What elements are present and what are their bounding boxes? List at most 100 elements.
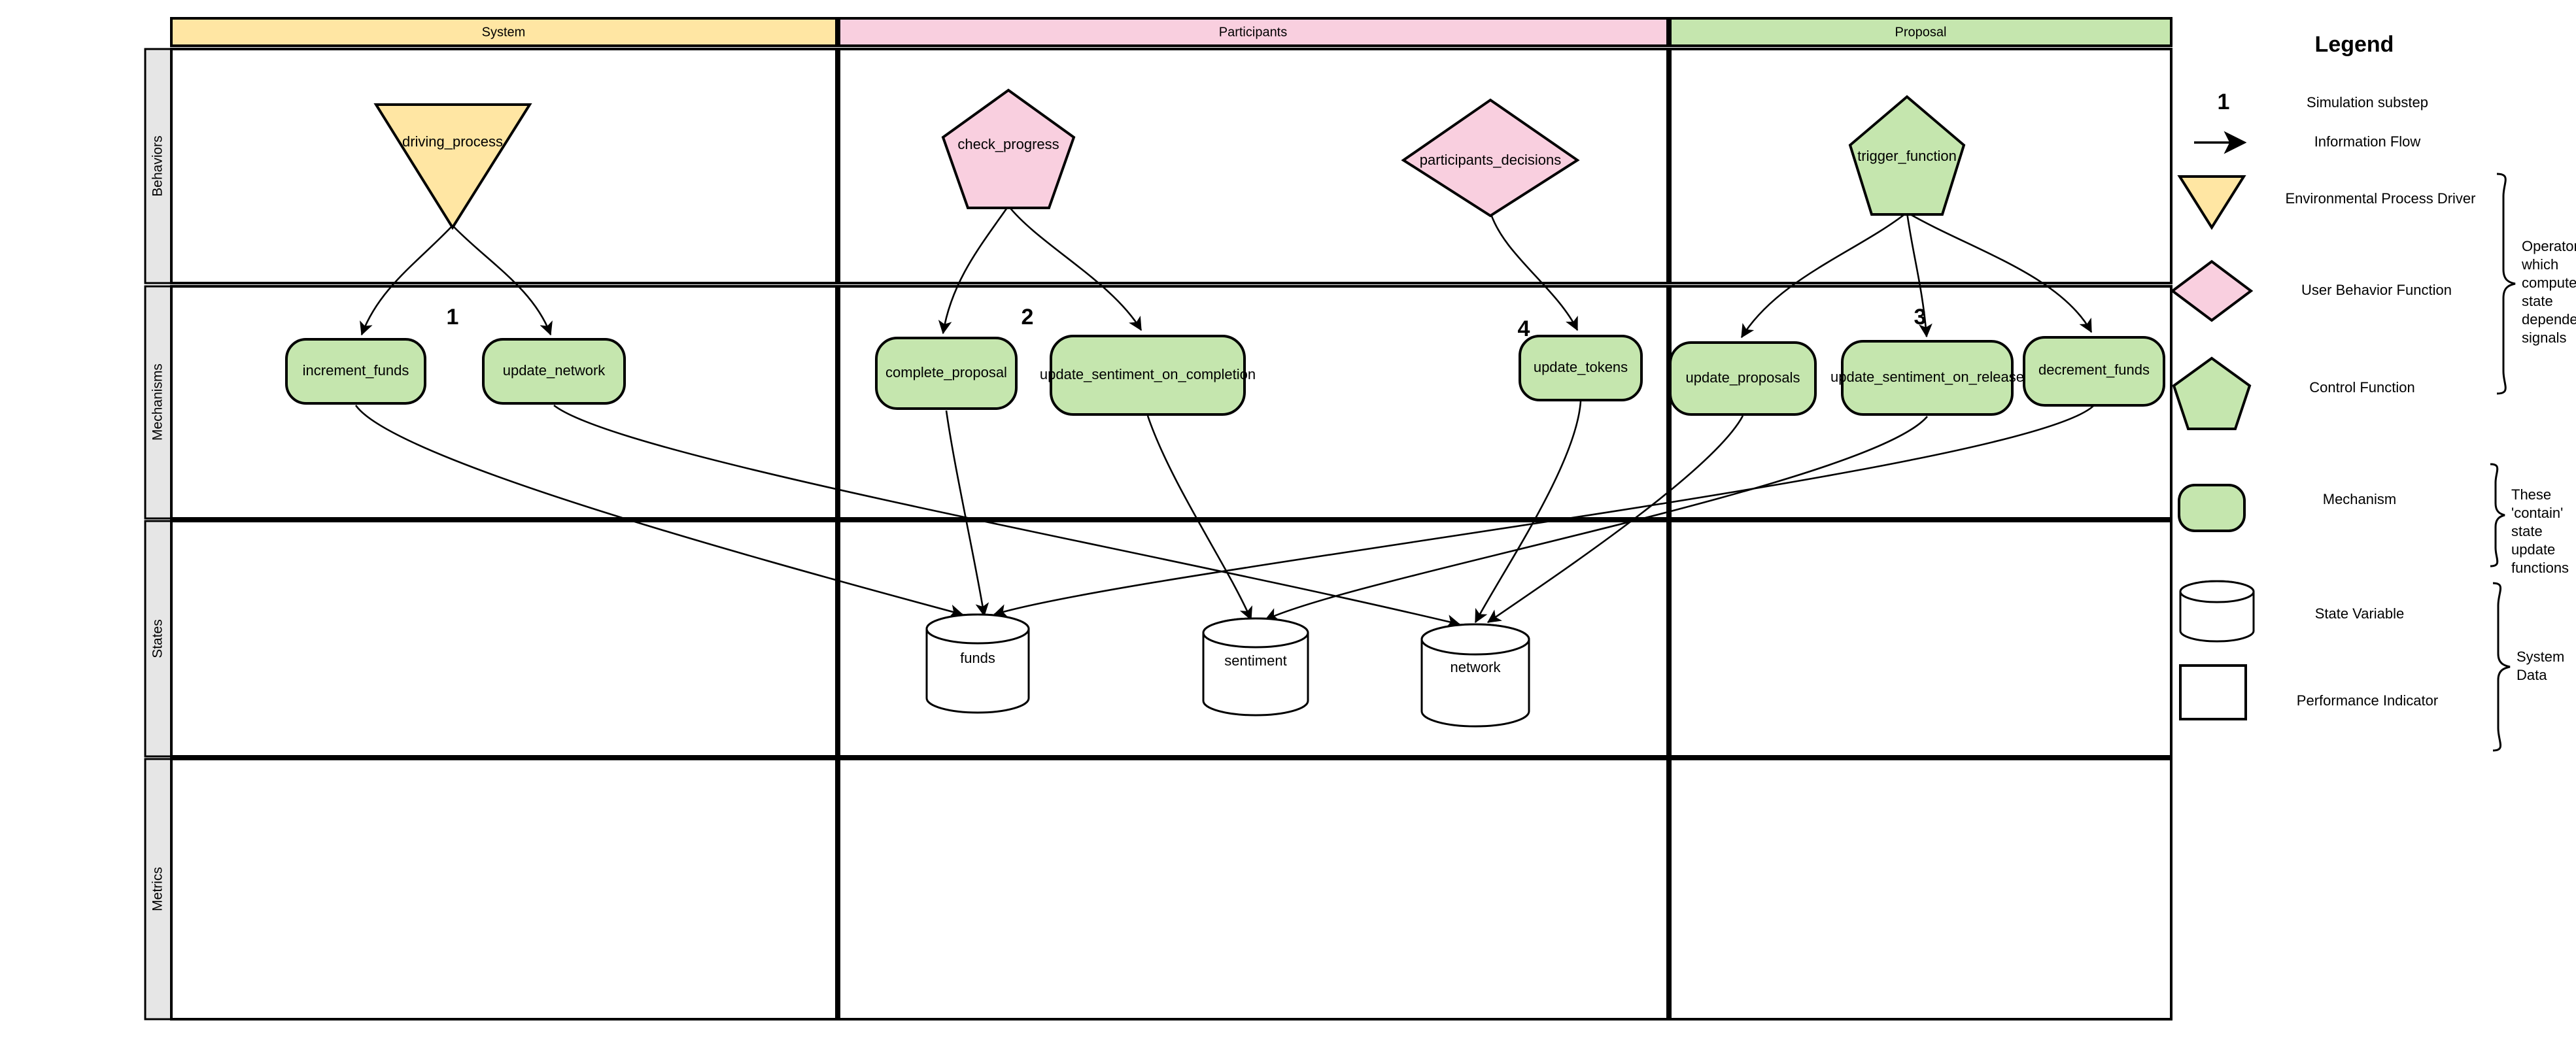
behavior-node-trigger-function-label: trigger_function (1857, 148, 1957, 164)
row-label-behaviors-text: Behaviors (150, 135, 165, 196)
edge-trigger-function-to-update-proposals (1740, 211, 1908, 339)
state-node-funds[interactable]: funds (925, 613, 1030, 714)
cell-mechanisms-system (170, 285, 838, 520)
edge-update-sentiment-on-completion-to-sentiment (1146, 415, 1252, 621)
edge-driving-process-to-increment-funds (360, 225, 453, 336)
edge-update-sentiment-on-release-to-sentiment (1264, 416, 1928, 621)
mechanism-node-increment-funds[interactable]: increment_funds (285, 338, 426, 405)
mechanism-node-update-tokens[interactable]: update_tokens (1519, 335, 1643, 401)
rounded-rect-icon (2023, 336, 2165, 407)
column-header-system (170, 17, 838, 47)
triangle-down-icon (373, 103, 532, 230)
state-node-funds-label: funds (960, 650, 995, 666)
mechanism-node-update-proposals-label: update_proposals (1686, 369, 1800, 386)
mechanism-node-decrement-funds[interactable]: decrement_funds (2023, 336, 2165, 407)
rounded-rect-icon (1050, 335, 1246, 416)
behavior-node-participants-decisions[interactable]: participants_decisions (1401, 98, 1580, 218)
legend-label-state-variable: State Variable (2315, 605, 2405, 622)
state-node-sentiment[interactable]: sentiment (1202, 617, 1309, 717)
rounded-rect-icon (875, 337, 1018, 410)
column-header-proposal-label: Proposal (1895, 25, 1947, 39)
substep-number-2: 2 (1022, 305, 1034, 329)
data-brace (2492, 582, 2511, 752)
mechanism-node-decrement-funds-label: decrement_funds (2038, 362, 2150, 378)
legend-label-performance-indicator: Performance Indicator (2297, 692, 2438, 709)
state-node-network[interactable]: network (1420, 623, 1530, 728)
operators-brace (2496, 173, 2516, 395)
legend-label-control-function: Control Function (2309, 379, 2414, 396)
brace-text-mechanism-line-1: 'contain' (2511, 505, 2563, 521)
behavior-node-driving-process-label: driving_process (402, 133, 503, 150)
behavior-node-check-progress-label: check_progress (957, 136, 1059, 152)
rounded-rect-icon (285, 338, 426, 405)
brace-text-operators-line-4: dependent (2522, 311, 2576, 328)
cylinder-top-icon (1202, 617, 1309, 649)
substep-numbers: 1 2 3 4 (447, 305, 1927, 341)
legend-label-information-flow: Information Flow (2314, 133, 2421, 150)
rect-icon (2179, 664, 2247, 720)
mechanism-node-update-sentiment-on-completion[interactable]: update_sentiment_on_completion (1040, 335, 1256, 416)
brace-text-data-line-1: Data (2516, 667, 2547, 683)
row-label-states (144, 520, 173, 758)
pentagon-icon (2172, 356, 2252, 430)
legend-substep-number: 1 (2218, 90, 2230, 114)
edge-update-tokens-to-network (1474, 401, 1582, 624)
edge-driving-process-to-update-network (452, 225, 553, 336)
legend-panel: Legend 1 Simulation substep Information … (2170, 32, 2576, 752)
pentagon-icon (941, 88, 1076, 209)
behavior-node-trigger-function[interactable]: trigger_function (1848, 95, 1966, 216)
mechanism-node-complete-proposal-label: complete_proposal (885, 364, 1007, 380)
cell-states-proposal (1669, 520, 2172, 758)
cell-behaviors-participants (838, 48, 1669, 284)
edge-trigger-function-to-update-sentiment-on-release (1906, 212, 1932, 338)
behavior-node-check-progress[interactable]: check_progress (941, 88, 1076, 209)
diamond-icon (2170, 260, 2254, 322)
rounded-rect-icon (1519, 335, 1643, 401)
triangle-down-icon (2177, 175, 2246, 230)
cell-states-participants (838, 520, 1669, 758)
brace-text-operators-line-1: which (2521, 256, 2558, 273)
edge-check-progress-to-complete-proposal (938, 205, 1010, 335)
column-header-participants (838, 17, 1669, 47)
mechanism-shapes: increment_funds update_network complete_… (285, 335, 2165, 416)
brace-text-mechanism-line-0: These (2511, 486, 2551, 503)
edge-complete-proposal-to-funds (945, 410, 989, 617)
substep-number-4: 4 (1518, 316, 1530, 341)
row-label-mechanisms (144, 285, 173, 520)
row-label-mechanisms-text: Mechanisms (150, 363, 165, 441)
cylinder-top-icon (2179, 580, 2255, 603)
edges-behavior-to-mechanism (360, 205, 2093, 339)
column-header-proposal (1669, 17, 2172, 47)
behavior-node-participants-decisions-label: participants_decisions (1420, 152, 1561, 168)
row-label-metrics-text: Metrics (150, 867, 165, 911)
behavior-shapes: driving_process check_progress participa… (373, 88, 1966, 230)
mechanism-node-complete-proposal[interactable]: complete_proposal (875, 337, 1018, 410)
row-label-states-text: States (150, 619, 165, 658)
state-node-network-label: network (1450, 659, 1501, 675)
legend-label-environmental-process-driver: Environmental Process Driver (2286, 190, 2476, 207)
rounded-rect-icon (2178, 484, 2246, 532)
cell-metrics-proposal (1669, 758, 2172, 1021)
behavior-node-driving-process[interactable]: driving_process (373, 103, 532, 230)
legend-title: Legend (2315, 32, 2394, 57)
mechanism-node-update-network-label: update_network (503, 362, 606, 379)
cylinder-top-icon (1420, 623, 1530, 656)
cell-behaviors-proposal (1669, 48, 2172, 284)
brace-text-mechanism-line-4: functions (2511, 560, 2569, 576)
edge-check-progress-to-update-sentiment-on-completion (1007, 205, 1142, 331)
diamond-icon (1401, 98, 1580, 218)
cell-metrics-system (170, 758, 838, 1021)
mechanism-node-update-proposals[interactable]: update_proposals (1669, 341, 1817, 416)
row-label-metrics (144, 758, 173, 1021)
legend-label-mechanism: Mechanism (2323, 491, 2396, 507)
mechanism-node-update-network[interactable]: update_network (482, 338, 626, 405)
mechanism-node-update-tokens-label: update_tokens (1534, 359, 1628, 375)
row-label-column: Behaviors Mechanisms States Metrics (144, 48, 173, 1021)
cell-states-system (170, 520, 838, 758)
pentagon-icon (1848, 95, 1966, 216)
cell-metrics-participants (838, 758, 1669, 1021)
mechanism-node-update-sentiment-on-release[interactable]: update_sentiment_on_release (1830, 340, 2024, 416)
mechanism-node-increment-funds-label: increment_funds (303, 362, 409, 379)
